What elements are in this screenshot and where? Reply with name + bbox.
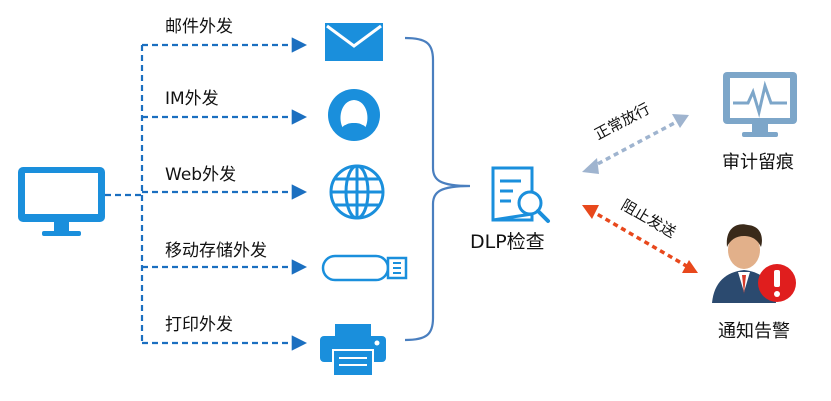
allow-label: 正常放行 [591,99,652,143]
channel-label-print: 打印外发 [165,315,233,335]
channel-label-im: IM外发 [165,89,219,109]
monitor-waveform-icon [723,72,797,137]
globe-icon [329,164,385,220]
desktop-computer-icon [18,167,105,236]
channel-connectors [105,37,308,351]
user-alert-icon [712,224,796,303]
audit-label: 审计留痕 [722,152,794,173]
alert-label: 通知告警 [718,321,790,342]
channel-label-web: Web外发 [165,165,236,185]
mail-icon [325,23,383,61]
allow-arrow [582,114,689,174]
dlp-check-label: DLP检查 [470,231,545,253]
document-search-icon [491,166,550,223]
usb-drive-icon [321,254,408,282]
block-arrow [582,205,698,273]
qq-chat-icon [328,89,380,141]
channels-brace [404,36,471,342]
channel-label-mail: 邮件外发 [165,17,233,37]
printer-icon [320,324,386,377]
block-label: 阻止发送 [618,196,679,242]
channel-label-usb: 移动存储外发 [165,241,267,261]
